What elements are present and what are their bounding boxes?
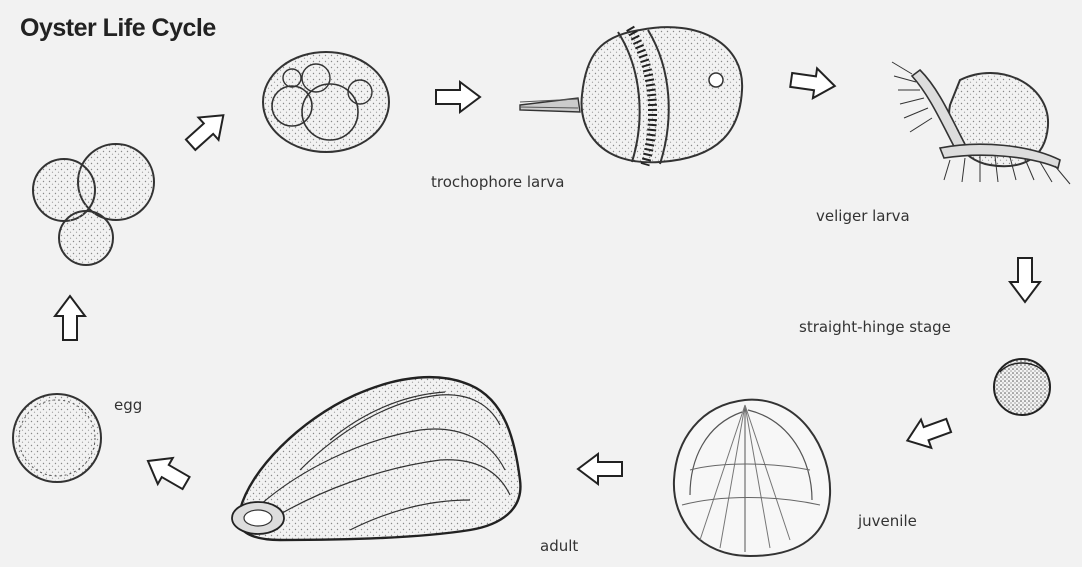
juvenile-oyster bbox=[674, 400, 830, 556]
veliger-larva bbox=[892, 62, 1070, 184]
arrow-juvenile-to-adult bbox=[578, 454, 622, 484]
arrow-cleavage-to-morula bbox=[181, 104, 234, 156]
egg-cell bbox=[13, 394, 101, 482]
trochophore-larva bbox=[520, 27, 742, 165]
arrow-trochophore-to-veliger bbox=[789, 65, 837, 101]
arrow-adult-to-egg bbox=[140, 448, 193, 496]
arrow-veliger-to-straight-hinge bbox=[1010, 258, 1040, 302]
label-juvenile: juvenile bbox=[858, 512, 917, 530]
straight-hinge-larva bbox=[994, 359, 1050, 415]
arrow-straight-hinge-to-juvenile bbox=[902, 411, 954, 454]
label-adult: adult bbox=[540, 537, 578, 555]
label-veliger-larva: veliger larva bbox=[816, 207, 910, 225]
arrow-egg-to-cleavage bbox=[55, 296, 85, 340]
adult-oyster bbox=[232, 377, 520, 540]
cleavage-3-cell bbox=[33, 144, 154, 265]
cleavage-morula bbox=[263, 52, 389, 152]
label-straight-hinge-stage: straight-hinge stage bbox=[799, 318, 951, 336]
label-egg: egg bbox=[114, 396, 142, 414]
arrow-morula-to-trochophore bbox=[436, 82, 480, 112]
label-trochophore-larva: trochophore larva bbox=[431, 173, 564, 191]
